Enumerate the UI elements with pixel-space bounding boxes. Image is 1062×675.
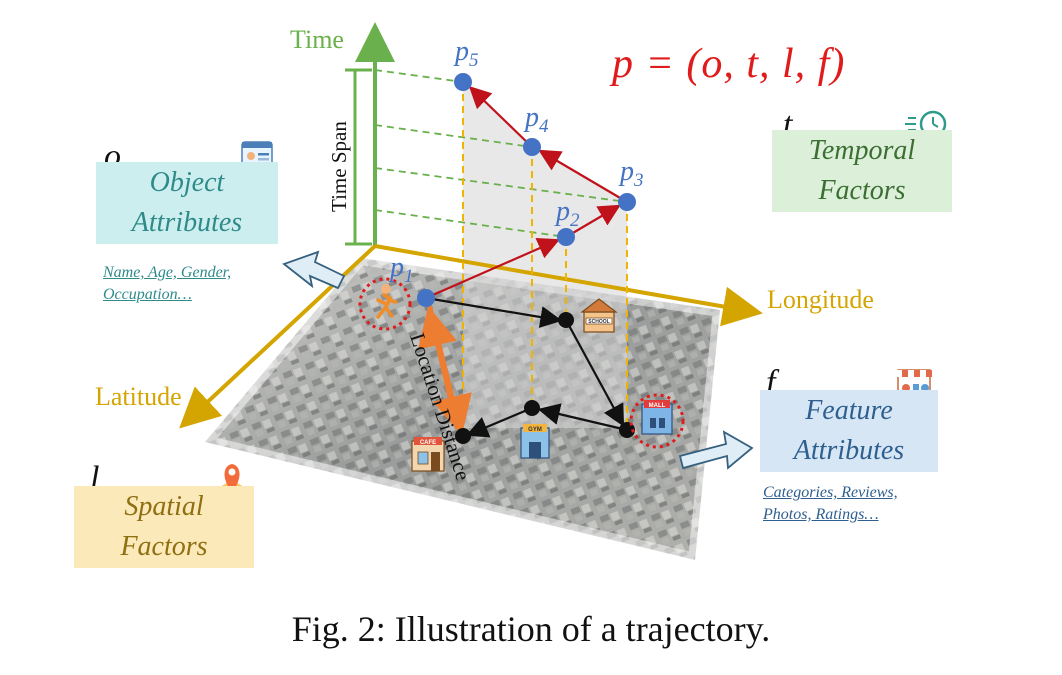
object-line2: Attributes [131,207,243,238]
label-p2: p2 [554,196,580,231]
feature-line1: Feature [805,395,893,426]
trajectory-path [425,85,628,300]
time-axis-label: Time [290,25,344,54]
point-p1 [417,289,435,307]
object-attributes-box: Object Attributes [96,162,278,244]
svg-text:GYM: GYM [528,427,542,433]
trajectory-points [417,73,636,307]
feature-symbol: f [766,364,776,401]
spatial-factors-box: Spatial Factors [74,486,254,568]
school-icon: SCHOOL [580,298,618,333]
cafe-icon: CAFE [411,437,445,472]
label-p5: p5 [453,36,479,71]
person-highlight [358,277,412,331]
object-details: Name, Age, Gender, Occupation… [103,264,232,303]
point-p3 [618,193,636,211]
ground-path [425,296,628,438]
spatial-symbol: l [90,460,100,497]
feature-details: Categories, Reviews, Photos, Ratings… [763,484,898,523]
mall-highlight [629,393,685,449]
mall-icon: MALL [641,400,673,435]
feature-pointer-arrow [678,430,754,470]
feature-attributes-box: Feature Attributes [760,390,938,472]
svg-text:MALL: MALL [649,403,666,409]
temporal-line2: Factors [818,175,906,206]
time-span-bracket [345,68,372,246]
time-span-label: Time Span [327,121,351,212]
point-p4 [523,138,541,156]
label-p3: p3 [618,156,644,191]
longitude-axis-label: Longitude [767,285,874,314]
person-icon [376,284,398,319]
projection-lines [462,82,628,436]
gym-icon: GYM [520,424,550,459]
temporal-factors-box: Temporal Factors [772,130,952,212]
spatial-line2: Factors [120,531,208,562]
ground-points [455,312,635,444]
svg-text:CAFE: CAFE [420,440,436,446]
temporal-line1: Temporal [808,135,916,166]
object-pointer-arrow [282,250,346,290]
object-line1: Object [149,167,225,198]
svg-text:SCHOOL: SCHOOL [588,319,609,325]
figure-caption: Fig. 2: Illustration of a trajectory. [291,609,771,649]
label-p1: p1 [388,252,414,287]
time-guides [374,69,628,238]
label-p4: p4 [523,102,549,137]
point-p2 [557,228,575,246]
trajectory-formula: p = (o, t, l, f) [612,41,846,87]
spatial-line1: Spatial [124,491,204,522]
latitude-axis-label: Latitude [95,382,182,411]
temporal-symbol: t [783,106,793,143]
feature-line2: Attributes [793,435,905,466]
point-p5 [454,73,472,91]
